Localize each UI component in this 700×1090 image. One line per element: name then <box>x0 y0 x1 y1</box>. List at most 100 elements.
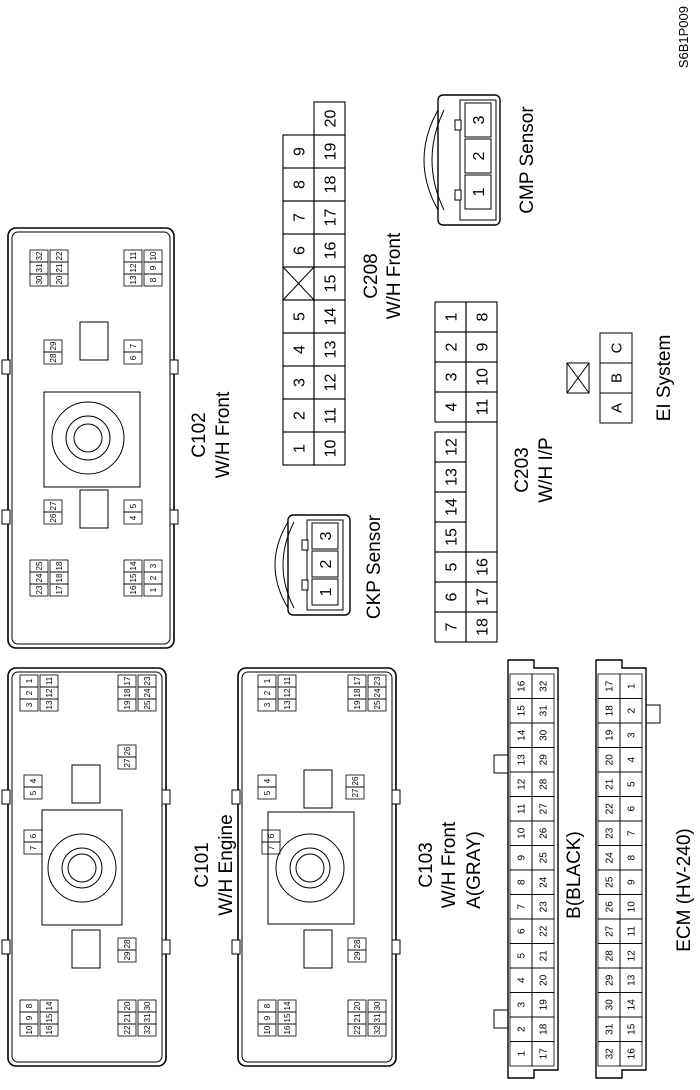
c208-pin-label: 13 <box>322 341 339 359</box>
c103-pin-label: 14 <box>283 1001 292 1010</box>
ecm-pin-label: 22 <box>605 803 616 815</box>
c103-pin-cell <box>345 786 365 800</box>
c103-pin-cell <box>257 1023 277 1037</box>
c101-desc: W/H Engine <box>216 814 237 915</box>
c102-pin-label: 16 <box>129 585 138 594</box>
ecm-outline <box>595 659 647 1079</box>
ecm-pin-label: 25 <box>539 852 550 864</box>
c103-pin-label: 30 <box>373 1001 382 1010</box>
ecm-pin-label: 31 <box>539 705 550 717</box>
c103-pin-cell <box>257 786 277 800</box>
c102-pin-label: 15 <box>129 573 138 582</box>
c101-pin-label: 1 <box>25 678 34 683</box>
c103-pin-label: 23 <box>373 676 382 685</box>
c102-pin-label: 30 <box>35 275 44 284</box>
c102-pin-label: 25 <box>35 561 44 570</box>
ecm-pin-label: 32 <box>605 1048 616 1060</box>
c101-pin-label: 3 <box>25 702 34 707</box>
ecm-pin-label: 29 <box>539 754 550 766</box>
c203-pin-label: 5 <box>443 562 460 571</box>
c203-pin-label: 12 <box>443 438 460 456</box>
c101-pin-label: 27 <box>123 758 132 767</box>
c103-pin-label: 29 <box>353 951 362 960</box>
c102-name: C102 <box>189 412 210 457</box>
ecm-pin-label: 26 <box>539 827 550 839</box>
c101-pin-label: 18 <box>123 688 132 697</box>
ecm-pin-label: 3 <box>517 1002 528 1008</box>
ecm-pin-label: 13 <box>627 974 638 986</box>
c203-pin-label: 1 <box>443 312 460 321</box>
c103-pin-label: 16 <box>283 1025 292 1034</box>
c203-pin-label: 15 <box>443 528 460 546</box>
c101-pin-cell <box>39 1023 59 1037</box>
c103-pin-label: 32 <box>373 1025 382 1034</box>
ei-name: EI System <box>654 335 675 422</box>
ecm-pin-label: 27 <box>539 803 550 815</box>
c203-pin-label: 18 <box>474 618 491 636</box>
figure-id: S6B1P009 <box>676 6 691 68</box>
c101-pin-cell <box>23 841 43 855</box>
ecm-pin-label: 23 <box>539 901 550 913</box>
c101-pin-label: 5 <box>29 790 38 795</box>
c103-pin-cell <box>347 949 367 963</box>
ecm-pin-label: 11 <box>517 803 528 814</box>
c101-pin-label: 25 <box>143 700 152 709</box>
c101-pin-label: 20 <box>123 1001 132 1010</box>
ecm-pin-label: 30 <box>605 999 616 1011</box>
c102-pin-cell <box>29 583 49 597</box>
c101-pin-cell <box>39 698 59 712</box>
ecm-pin-label: 28 <box>539 778 550 790</box>
c101-pin-label: 19 <box>123 700 132 709</box>
ecm-pin-label: 21 <box>539 950 550 962</box>
c102-pin-label: 11 <box>129 251 138 260</box>
cmp-pin-label: 3 <box>471 115 488 124</box>
c103-name: C103 <box>416 842 437 887</box>
c101-pin-cell <box>117 756 137 770</box>
connector-ei-system: ABC <box>566 332 633 424</box>
c103-pin-label: 4 <box>263 778 272 783</box>
c102-pin-label: 5 <box>129 503 138 508</box>
ecm-pin-label: 8 <box>517 879 528 885</box>
ecm-pin-label: 26 <box>605 901 616 913</box>
ecm-pin-label: 18 <box>605 705 616 717</box>
cmp-pin-cell <box>464 138 492 174</box>
c208-pin-label: 8 <box>291 180 308 189</box>
c102-pin-label: 8 <box>149 277 158 282</box>
ecm-pin-label: 13 <box>517 754 528 766</box>
c101-pin-label: 16 <box>45 1025 54 1034</box>
ecm-pin-label: 16 <box>517 680 528 692</box>
c103-pin-cell <box>347 1023 367 1037</box>
cmp-pin-label: 2 <box>471 151 488 160</box>
c101-pin-cell <box>19 1023 39 1037</box>
c101-pin-label: 7 <box>29 845 38 850</box>
ecm-pin-label: 24 <box>605 852 616 864</box>
c102-pin-label: 22 <box>55 251 64 260</box>
c101-pin-label: 29 <box>123 951 132 960</box>
ecm-pin-label: 17 <box>605 680 616 692</box>
ecm-pin-cell <box>531 673 555 699</box>
c101-pin-label: 11 <box>45 676 54 685</box>
c102-pin-label: 9 <box>149 265 158 270</box>
c103-pin-cell <box>277 698 297 712</box>
ecm-key <box>645 704 661 724</box>
c203-pin-label: 14 <box>443 498 460 516</box>
c208-pin-label: 5 <box>291 312 308 321</box>
ckp-pin-label: 3 <box>318 531 335 540</box>
c101-pin-cell <box>137 1023 157 1037</box>
ckp-pin-cell <box>311 550 339 578</box>
c101-pin-label: 12 <box>45 688 54 697</box>
c103-pin-label: 31 <box>373 1013 382 1022</box>
ecm-pin-label: 22 <box>539 925 550 937</box>
c208-pin-label: 3 <box>291 378 308 387</box>
ecm-pin-label: 14 <box>517 729 528 741</box>
c101-pin-label: 30 <box>143 1001 152 1010</box>
c102-pin-label: 14 <box>129 561 138 570</box>
c102-pin-label: 24 <box>35 573 44 582</box>
ecm-name: ECM (HV-240) <box>674 828 695 952</box>
c102-pin-label: 17 <box>55 585 64 594</box>
c101-pin-label: 8 <box>25 1003 34 1008</box>
ecm-pin-label: 19 <box>605 729 616 741</box>
c102-pin-label: 28 <box>49 353 58 362</box>
